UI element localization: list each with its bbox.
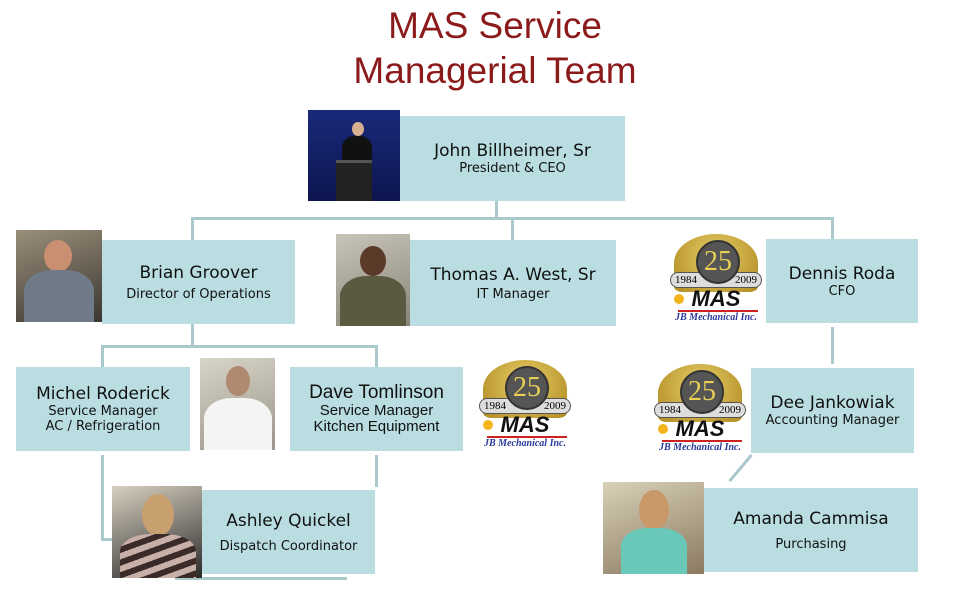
person-role: Dispatch Coordinator	[219, 538, 358, 554]
person-role: President & CEO	[459, 161, 566, 176]
connector-line	[101, 455, 104, 541]
chart-title-line2: Managerial Team	[353, 50, 637, 91]
person-name: Dennis Roda	[788, 263, 896, 284]
dee-box: Dee Jankowiak Accounting Manager	[751, 368, 914, 453]
person-role: CFO	[828, 283, 856, 299]
brian-box: Brian Groover Director of Operations	[102, 240, 295, 324]
connector-line	[375, 345, 378, 367]
connector-line	[375, 455, 378, 487]
dave-photo	[200, 358, 275, 450]
person-role-detail: AC / Refrigeration	[45, 419, 161, 434]
dennis-box: Dennis Roda CFO	[766, 239, 918, 323]
john-photo	[308, 110, 400, 201]
person-name: Dave Tomlinson	[309, 382, 444, 403]
connector-line	[831, 217, 834, 239]
person-role-detail: Kitchen Equipment	[313, 418, 440, 435]
person-role: IT Manager	[476, 286, 550, 302]
thomas-box: Thomas A. West, Sr IT Manager	[410, 240, 616, 326]
connector-line	[191, 217, 194, 240]
person-name: Thomas A. West, Sr	[430, 264, 596, 285]
connector-line	[101, 345, 104, 367]
chart-title-line1: MAS Service	[388, 5, 602, 46]
person-name: Ashley Quickel	[226, 510, 351, 531]
connector-line	[831, 327, 834, 364]
dave-box: Dave Tomlinson Service Manager Kitchen E…	[290, 367, 463, 451]
john-box: John Billheimer, Sr President & CEO	[400, 116, 625, 201]
person-role: Accounting Manager	[765, 413, 900, 428]
connector-line	[495, 201, 498, 219]
person-role: Director of Operations	[126, 286, 271, 302]
person-role: Service Manager	[48, 404, 158, 419]
connector-line	[101, 345, 378, 348]
person-name: John Billheimer, Sr	[434, 141, 591, 161]
amanda-box: Amanda Cammisa Purchasing	[704, 488, 918, 572]
person-name: Brian Groover	[139, 262, 258, 283]
ashley-photo	[112, 486, 202, 578]
connector-line	[511, 217, 514, 240]
person-role: Purchasing	[775, 536, 847, 552]
connector-line	[175, 577, 347, 580]
connector-line	[101, 538, 113, 541]
person-name: Michel Roderick	[36, 384, 170, 404]
thomas-photo	[336, 234, 410, 326]
brian-photo	[16, 230, 102, 322]
person-name: Dee Jankowiak	[770, 393, 895, 413]
connector-line	[728, 454, 753, 483]
ashley-box: Ashley Quickel Dispatch Coordinator	[202, 490, 375, 574]
connector-line	[191, 324, 194, 347]
person-role: Service Manager	[319, 402, 434, 419]
person-name: Amanda Cammisa	[733, 508, 889, 529]
amanda-photo	[603, 482, 704, 574]
michel-box: Michel Roderick Service Manager AC / Ref…	[16, 367, 190, 451]
